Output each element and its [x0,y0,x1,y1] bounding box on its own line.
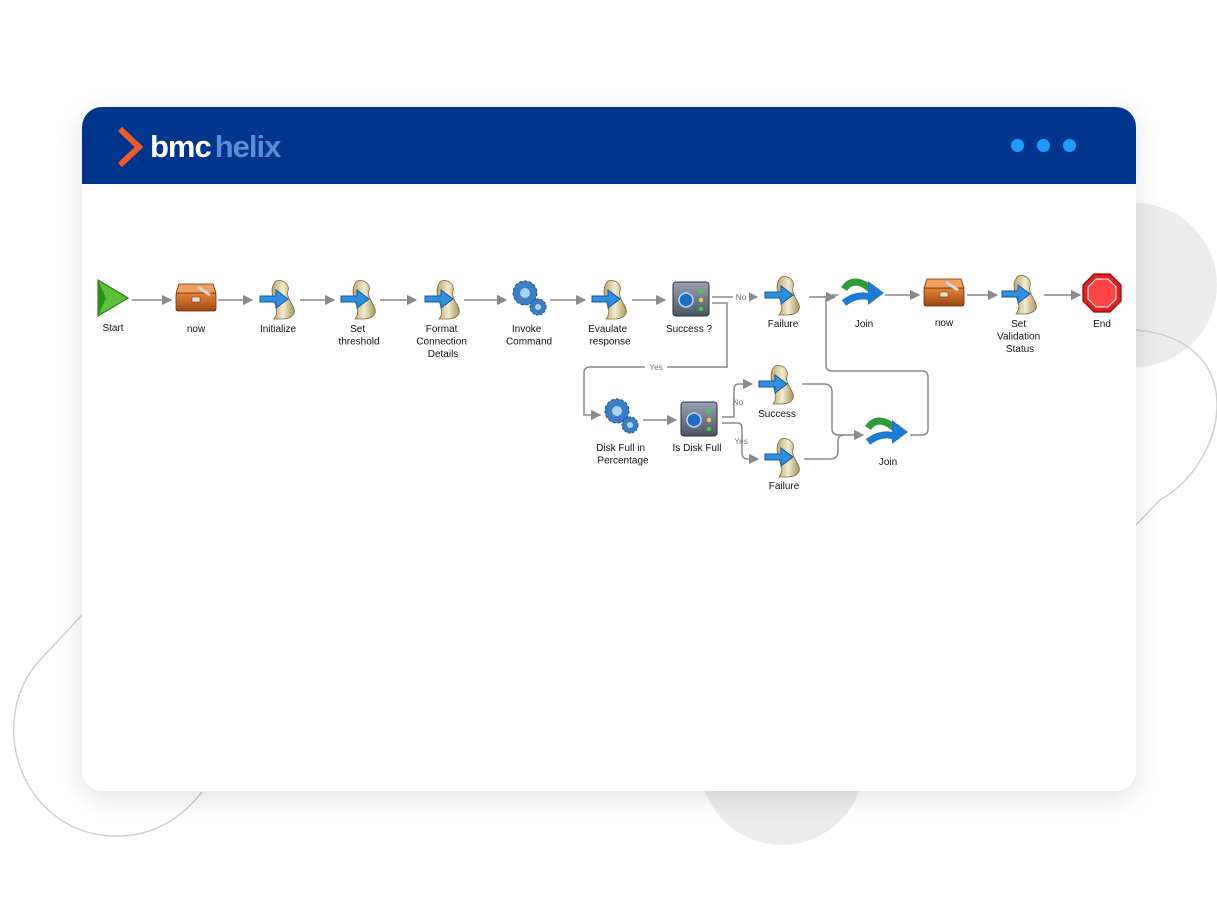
scroll-assign-icon [259,280,295,320]
bmc-logo-icon [117,127,143,167]
node-set-threshold[interactable]: Set threshold [338,280,380,348]
node-failure[interactable]: Failure [764,276,800,330]
edge-label-yes: Yes [734,436,748,446]
node-evaluate-response[interactable]: Evaulate response [588,280,631,348]
node-label: Evaulate response [588,324,631,348]
node-join[interactable]: Join [844,281,884,330]
scroll-assign-icon [1001,275,1037,315]
node-label: now [187,324,206,335]
node-label: Invoke Command [506,324,552,348]
edge-labels: No Yes No Yes [645,291,749,446]
node-label: Success ? [666,324,713,335]
logo-text-helix: helix [214,129,282,164]
edge [802,383,865,441]
node-label: Success [758,409,796,420]
stop-icon [1082,273,1122,313]
node-label: now [935,318,954,329]
node-label: Set threshold [338,324,379,348]
node-start[interactable]: Start [97,279,129,334]
node-initialize[interactable]: Initialize [259,280,297,335]
node-end[interactable]: End [1082,273,1122,330]
node-label: Disk Full in Percentage [596,443,649,467]
node-label: End [1093,319,1111,330]
app-window: bmc helix [82,107,1136,791]
decision-panel-icon [680,401,718,437]
logo-text-bmc: bmc [150,129,212,164]
toolbox-icon [174,282,218,313]
toolbox-icon [922,277,966,308]
node-success-decision[interactable]: Success ? [666,281,713,335]
node-label: Failure [768,319,799,330]
edge-loop [825,294,929,436]
node-label: Format Connection Details [416,324,469,360]
node-success[interactable]: Success [758,365,796,420]
node-failure[interactable]: Failure [764,438,800,492]
edge-yes [722,422,760,465]
window-dot[interactable] [1063,139,1076,152]
node-label: Initialize [260,324,297,335]
edge-label-yes: Yes [649,362,663,372]
start-icon [97,279,129,317]
bg-line-left [13,614,203,837]
gears-icon [604,398,639,434]
bmc-helix-logo: bmc helix [117,127,282,167]
edge-label-no: No [736,292,747,302]
node-now[interactable]: now [174,282,218,335]
scroll-assign-icon [340,280,376,320]
edge-no [722,378,754,418]
decision-panel-icon [672,281,710,317]
node-label: Join [879,457,897,468]
node-label: Join [855,319,873,330]
join-arrow-icon [868,420,908,444]
scroll-assign-icon [424,280,460,320]
scroll-assign-icon [764,438,800,478]
header-bar: bmc helix [82,107,1136,184]
node-format-connection-details[interactable]: Format Connection Details [416,280,469,360]
edge-label-no: No [733,397,744,407]
node-label: Start [102,323,123,334]
node-set-validation-status[interactable]: Set Validation Status [997,275,1043,355]
scroll-assign-icon [764,276,800,316]
node-join[interactable]: Join [868,420,908,468]
node-disk-full-in-percentage[interactable]: Disk Full in Percentage [596,398,649,467]
edge-yes [583,302,728,421]
window-dot[interactable] [1037,139,1050,152]
join-arrow-icon [844,281,884,305]
workflow-diagram: No Yes No Yes Start now Initialize Set t… [97,273,1122,492]
node-now[interactable]: now [922,277,966,329]
window-controls [1011,139,1076,152]
gears-icon [512,280,547,316]
scroll-assign-icon [758,365,794,405]
node-label: Failure [769,481,800,492]
node-label: Set Validation Status [997,319,1043,355]
node-is-disk-full[interactable]: Is Disk Full [673,401,722,454]
edge [804,434,845,460]
node-label: Is Disk Full [673,443,722,454]
scroll-assign-icon [591,280,627,320]
window-dot[interactable] [1011,139,1024,152]
node-invoke-command[interactable]: Invoke Command [506,280,552,348]
